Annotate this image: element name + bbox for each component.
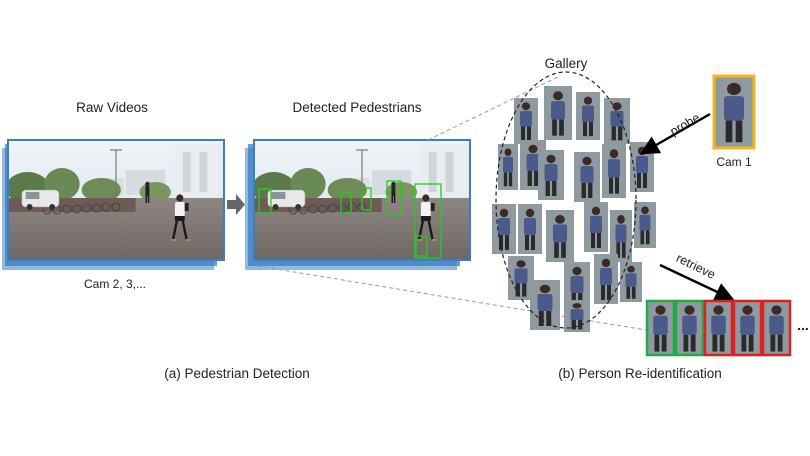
zoom-lines (257, 75, 647, 331)
gallery-image (594, 254, 618, 304)
gallery-image (546, 210, 574, 262)
caption-person-reidentification: (b) Person Re-identification (558, 366, 722, 381)
retrieve-label: retrieve (674, 251, 718, 282)
detection-box (340, 192, 352, 214)
ranked-result-wrong (761, 299, 792, 357)
probe-label: probe (668, 110, 703, 138)
detection-box (258, 188, 272, 214)
caption-pedestrian-detection: (a) Pedestrian Detection (164, 366, 310, 381)
detection-box (414, 183, 442, 259)
gallery-image (576, 92, 600, 140)
detection-box (415, 235, 428, 257)
gallery-image (514, 98, 538, 144)
probe-camera-label: Cam 1 (716, 155, 752, 169)
gallery-image (602, 144, 626, 198)
gallery-image (492, 204, 516, 254)
ranked-result-correct (645, 299, 676, 357)
gallery-image (564, 300, 590, 332)
gallery-image (634, 202, 656, 248)
raw-video-frame (7, 139, 225, 261)
probe-image (712, 74, 756, 150)
gallery-label: Gallery (545, 56, 588, 71)
ranked-results (645, 299, 792, 357)
ranked-result-wrong (732, 299, 763, 357)
raw-video-stack (2, 139, 225, 270)
gallery-image (530, 280, 560, 330)
raw-camera-label: Cam 2, 3,... (84, 277, 146, 291)
more-results-ellipsis: ... (797, 317, 809, 333)
gallery-image (604, 98, 630, 144)
gallery-image (574, 152, 600, 202)
gallery-grid (492, 86, 656, 332)
detection-box (386, 180, 402, 216)
retrieve-arrow (659, 263, 735, 301)
gallery-image (620, 262, 642, 302)
detected-pedestrians-label: Detected Pedestrians (292, 100, 421, 115)
detected-video-stack (245, 139, 471, 270)
ranked-result-correct (674, 299, 705, 357)
ranked-result-wrong (703, 299, 734, 357)
raw-videos-label: Raw Videos (76, 100, 148, 115)
probe-arrow (639, 112, 711, 155)
gallery-image (538, 150, 564, 200)
detection-arrow (227, 194, 245, 215)
gallery-image (544, 86, 572, 140)
gallery-image (584, 202, 608, 252)
detection-box (361, 187, 372, 211)
gallery-image (518, 204, 542, 254)
gallery-ellipse (495, 71, 637, 329)
detected-video-frame (253, 139, 471, 261)
